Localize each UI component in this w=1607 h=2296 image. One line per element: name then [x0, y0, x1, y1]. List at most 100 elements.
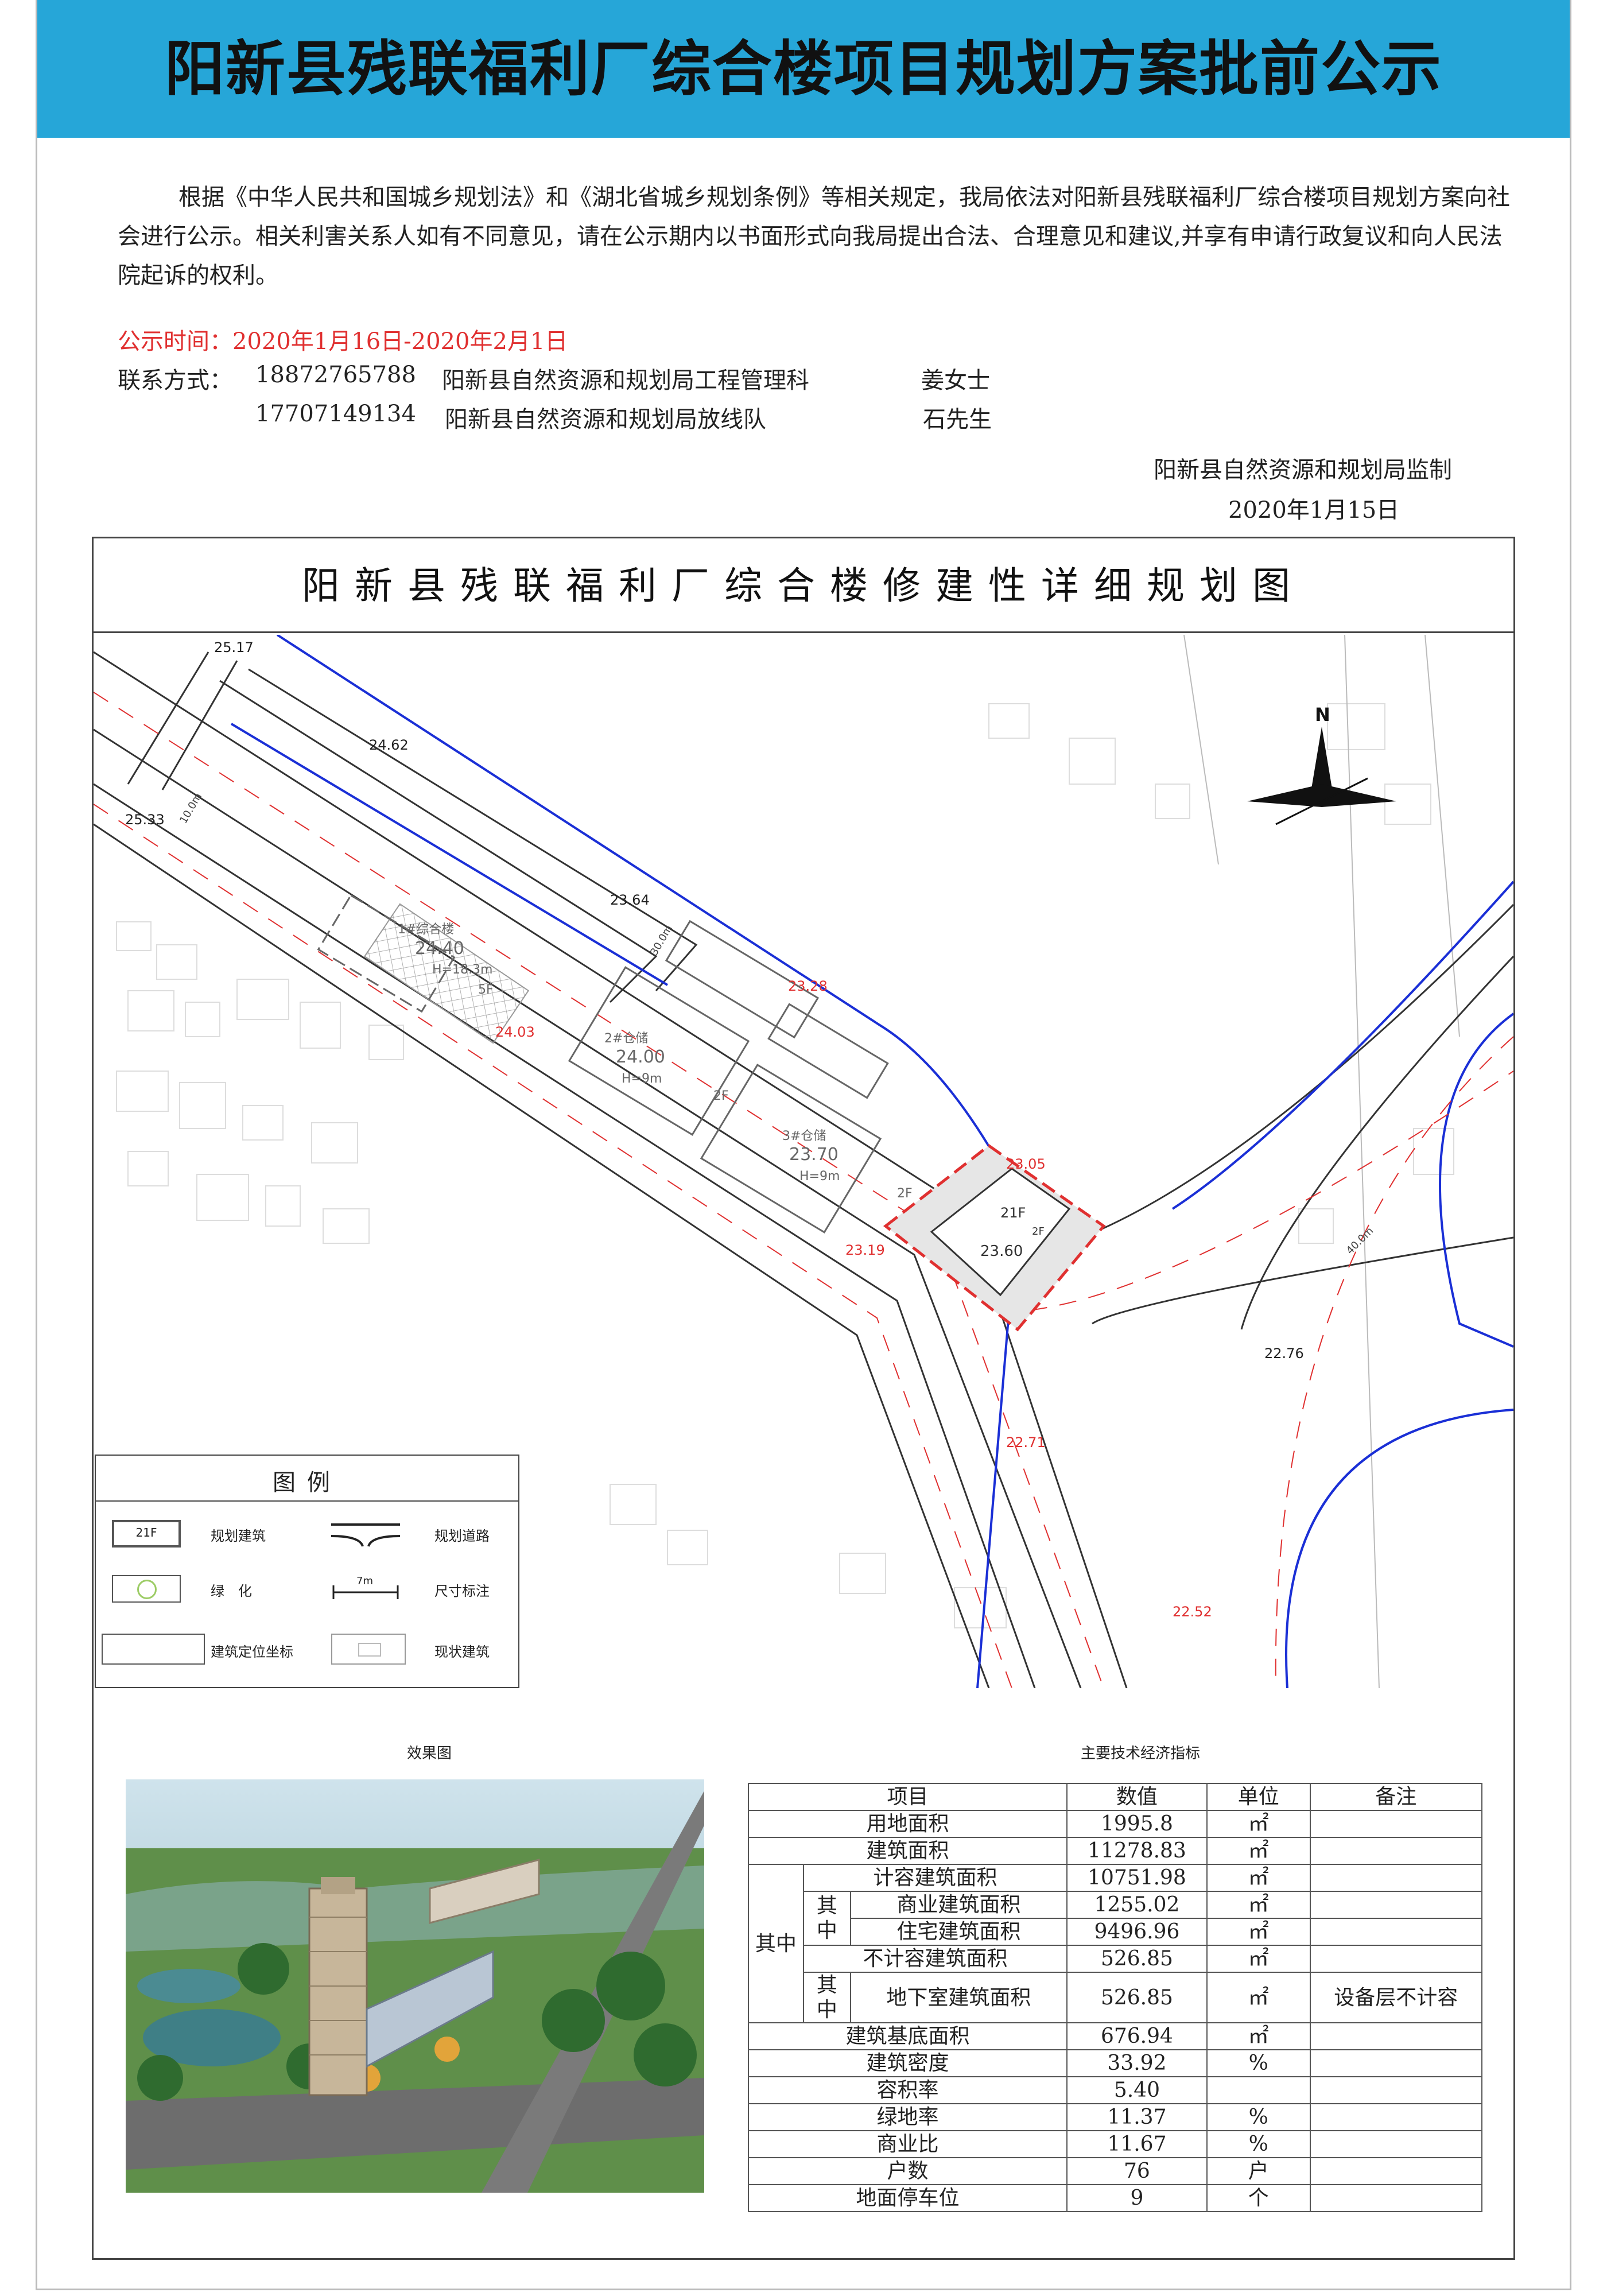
table-header: 项目	[747, 1783, 1068, 1811]
contact-org: 阳新县自然资源和规划局工程管理科	[442, 367, 809, 394]
table-cell: 建筑基底面积	[747, 2022, 1068, 2050]
table-cell: ㎡	[1206, 1891, 1311, 1919]
contact-phone: 17707149134	[255, 401, 416, 427]
building-height: H=9m	[799, 1169, 840, 1184]
table-cell	[1309, 2103, 1483, 2131]
supervisor: 阳新县自然资源和规划局监制	[1154, 457, 1452, 483]
table-row: 建筑密度 33.92 %	[747, 2049, 1483, 2077]
legend-symbol-text: 7m	[356, 1575, 373, 1587]
table-cell: 1995.8	[1066, 1810, 1208, 1838]
building-name: 1#综合楼	[398, 922, 454, 937]
table-cell: ㎡	[1206, 2022, 1311, 2050]
building-height: H=9m	[622, 1072, 662, 1086]
planned-podium: 2F	[1032, 1225, 1045, 1238]
table-row: 其中 商业建筑面积 1255.02 ㎡	[748, 1891, 1483, 1946]
table-cell: 地面停车位	[747, 2184, 1068, 2212]
elevation-label: 22.76	[1264, 1345, 1304, 1362]
table-cell: 11.37	[1066, 2103, 1208, 2131]
planned-elevation: 23.60	[980, 1243, 1023, 1260]
tech-indicators-table: 项目 数值 单位 备注 用地面积 1995.8 ㎡ 建筑面积 11278.83 …	[747, 1783, 1483, 2212]
table-cell: %	[1206, 2049, 1311, 2077]
building-height: H=18.3m	[432, 963, 492, 977]
table-header: 数值	[1066, 1783, 1208, 1811]
table-sub-label: 其中	[802, 1972, 851, 2023]
table-cell: ㎡	[1206, 1972, 1311, 2023]
building-name: 3#仓储	[782, 1129, 826, 1143]
table-cell: 设备层不计容	[1309, 1972, 1483, 2023]
table-cell	[1309, 1891, 1483, 1919]
road-width-label: 10.0m	[177, 791, 204, 825]
planned-floors: 21F	[1000, 1205, 1026, 1221]
table-cell: 建筑面积	[747, 1837, 1068, 1865]
contact-label: 联系方式：	[118, 367, 232, 394]
table-cell: %	[1206, 2103, 1311, 2131]
table-cell: 11278.83	[1066, 1837, 1208, 1865]
table-cell: 用地面积	[747, 1810, 1068, 1838]
contact-name: 石先生	[923, 406, 992, 433]
site-plan-map: 1#综合楼 24.40 H=18.3m 5F 2#仓储 24.00 H=9m 2…	[94, 635, 1513, 1688]
table-cell: 9	[1066, 2184, 1208, 2212]
elevation-label: 25.17	[214, 639, 254, 656]
road-symbol-icon	[331, 1519, 401, 1548]
legend-title: 图例	[273, 1469, 341, 1496]
page-frame	[36, 0, 1571, 2290]
table-cell	[1309, 2022, 1483, 2050]
table-row: 商业比 11.67 %	[747, 2130, 1483, 2158]
building-floors: 2F	[713, 1089, 729, 1103]
publicity-time: 公示时间：2020年1月16日-2020年2月1日	[118, 328, 568, 355]
elevation-label: 24.03	[495, 1024, 535, 1040]
table-cell: 76	[1066, 2157, 1208, 2185]
building-elevation: 24.00	[616, 1047, 665, 1067]
planned-site: 21F 2F 23.60	[883, 1143, 1106, 1332]
contact-org: 阳新县自然资源和规划局放线队	[445, 406, 766, 433]
building-elevation: 24.40	[415, 938, 464, 959]
table-row: 住宅建筑面积 9496.96 ㎡	[748, 1918, 1483, 1946]
table-cell: 商业比	[747, 2130, 1068, 2158]
table-cell: 5.40	[1066, 2076, 1208, 2104]
table-cell	[1309, 2184, 1483, 2212]
table-cell: 绿地率	[747, 2103, 1068, 2131]
road-width-label: 40.0m	[1344, 1225, 1376, 1257]
table-cell: ㎡	[1206, 1918, 1311, 1946]
legend-label: 规划道路	[434, 1528, 490, 1544]
table-cell: ㎡	[1206, 1810, 1311, 1838]
elevation-label: 24.62	[369, 737, 409, 753]
table-cell: 建筑密度	[747, 2049, 1068, 2077]
building-floors: 5F	[478, 983, 494, 997]
table-row: 建筑基底面积 676.94 ㎡	[747, 2022, 1483, 2050]
table-cell	[1309, 2130, 1483, 2158]
table-cell: 9496.96	[1066, 1918, 1208, 1946]
table-cell	[1309, 1918, 1483, 1946]
table-cell	[1309, 1837, 1483, 1865]
legend-label: 规划建筑	[211, 1528, 266, 1544]
header-banner: 阳新县残联福利厂综合楼项目规划方案批前公示	[36, 0, 1571, 138]
building-floors: 2F	[897, 1186, 913, 1201]
legend: 图例 21F 规划建筑 规划道路 绿 化 7m 尺寸标注 建筑定位坐标 现状建筑	[95, 1455, 519, 1688]
table-row: 不计容建筑面积 526.85 ㎡	[748, 1945, 1483, 1973]
table-row: 其中 计容建筑面积 10751.98 ㎡	[748, 1864, 1483, 2023]
table-row: 用地面积 1995.8 ㎡	[747, 1810, 1483, 1838]
tech-table-title: 主要技术经济指标	[1081, 1745, 1201, 1762]
elevation-label: 23.64	[610, 892, 650, 908]
render-label: 效果图	[407, 1745, 452, 1762]
dimension-symbol-icon: 7m	[331, 1575, 400, 1603]
table-sub-label: 其中	[802, 1891, 851, 1946]
table-row: 建筑面积 11278.83 ㎡	[747, 1837, 1483, 1865]
plan-drawing: 阳新县残联福利厂综合楼修建性详细规划图	[92, 537, 1515, 2260]
page-title: 阳新县残联福利厂综合楼项目规划方案批前公示	[164, 34, 1442, 104]
table-cell: %	[1206, 2130, 1311, 2158]
north-label: N	[1315, 704, 1330, 726]
table-row: 容积率 5.40	[747, 2076, 1483, 2104]
table-cell: 户数	[747, 2157, 1068, 2185]
legend-label: 绿 化	[211, 1583, 252, 1599]
table-header: 备注	[1309, 1783, 1483, 1811]
table-row: 户数 76 户	[747, 2157, 1483, 2185]
table-row: 其中 地下室建筑面积 526.85 ㎡ 设备层不计容	[748, 1972, 1483, 2023]
notice-body: 根据《中华人民共和国城乡规划法》和《湖北省城乡规划条例》等相关规定，我局依法对阳…	[118, 184, 1510, 289]
table-row: 地面停车位 9 个	[747, 2184, 1483, 2212]
table-cell: 计容建筑面积	[802, 1864, 1068, 1892]
coordinate-symbol	[102, 1634, 205, 1665]
table-group-label: 其中	[748, 1864, 804, 2023]
legend-divider	[96, 1500, 518, 1502]
elevation-label: 23.05	[1006, 1156, 1046, 1172]
